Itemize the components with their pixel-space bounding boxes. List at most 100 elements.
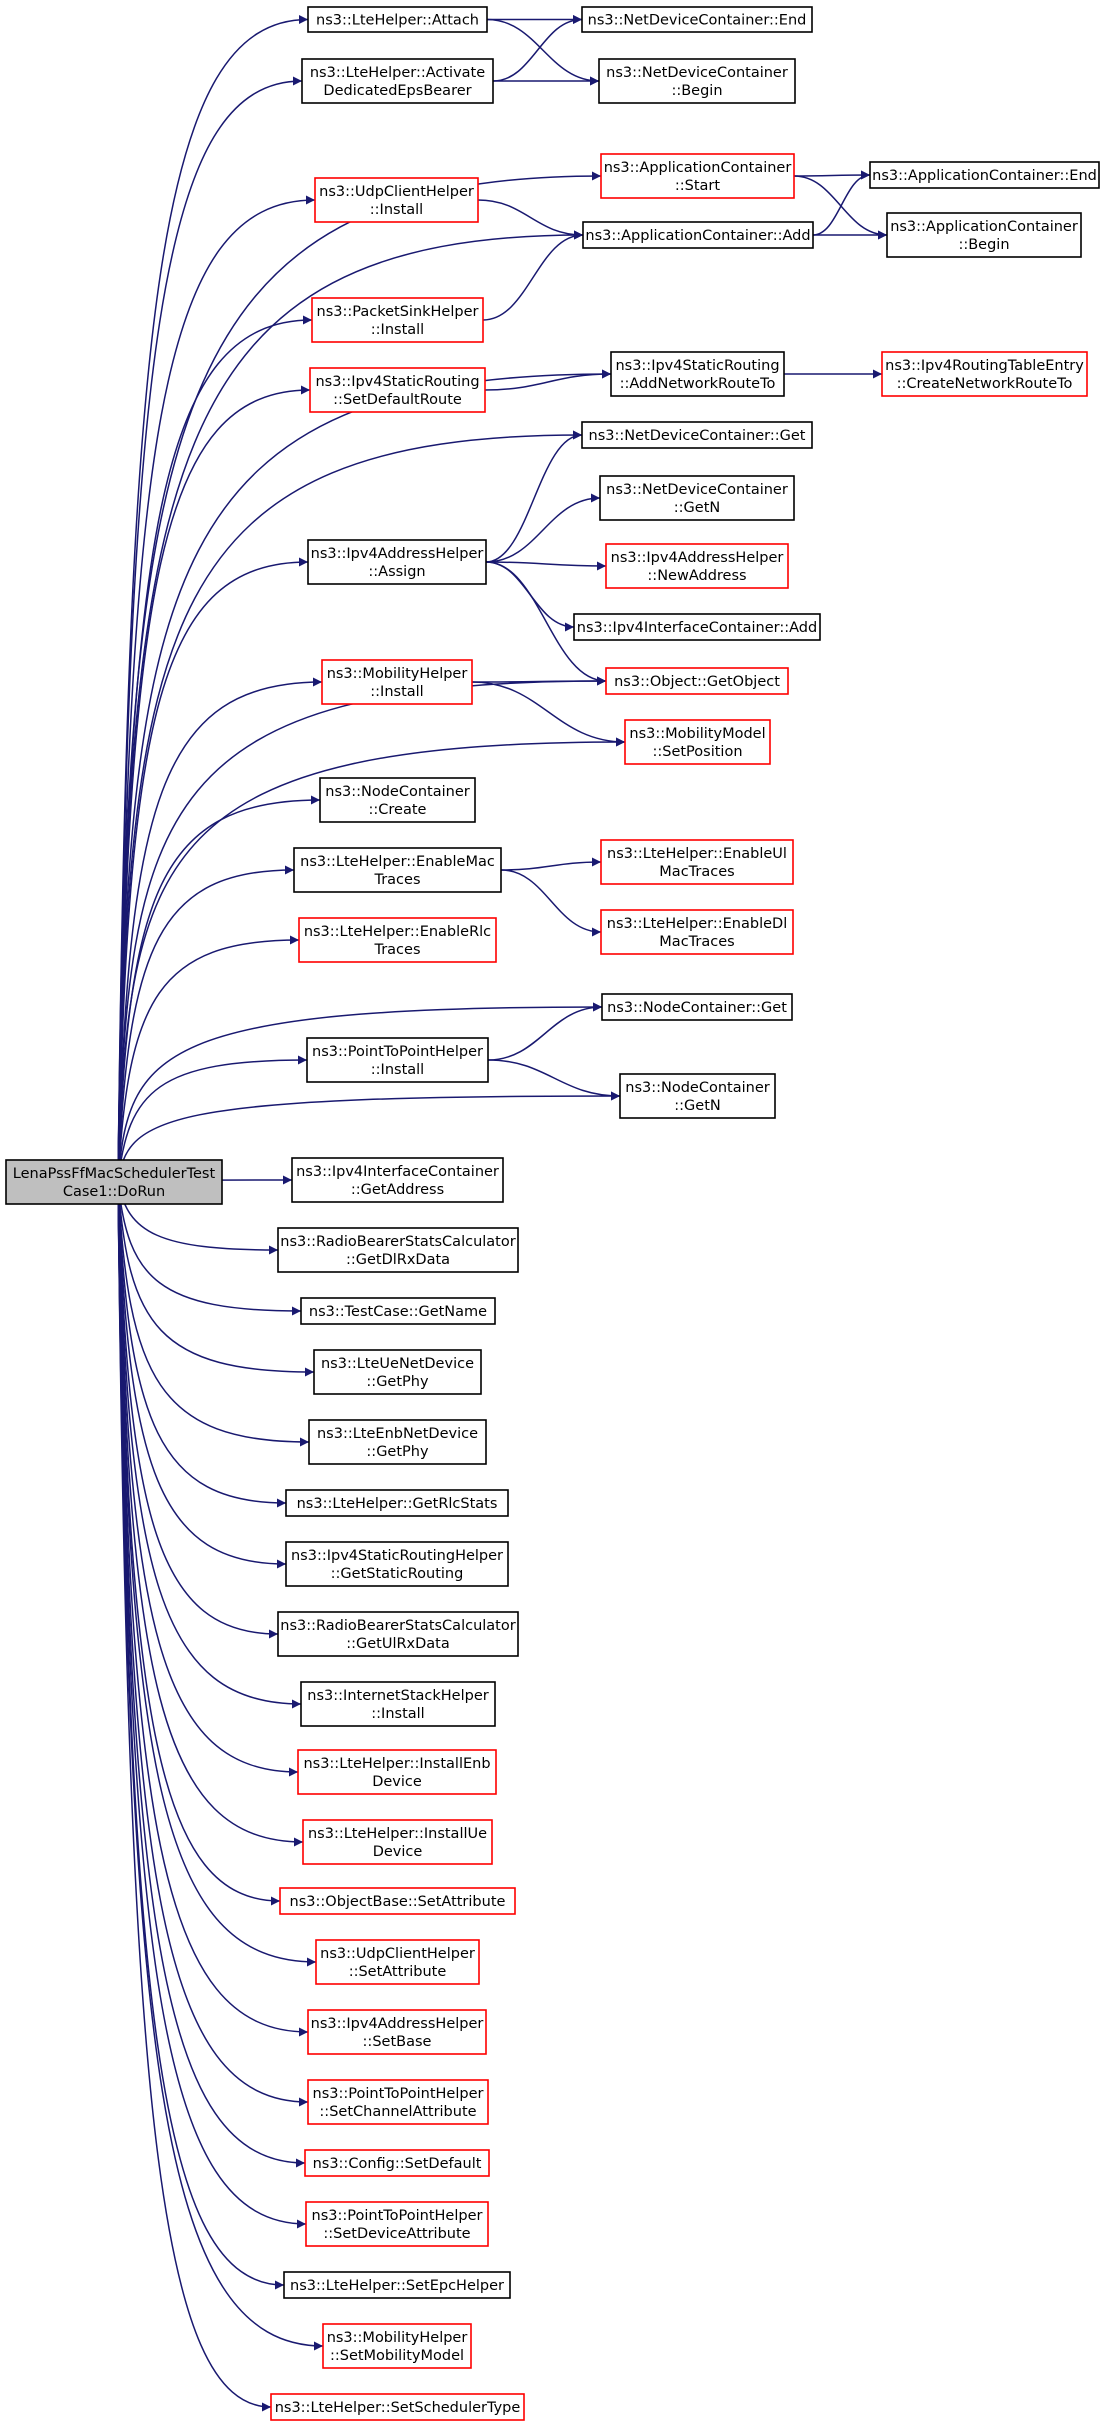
node-box-enableul xyxy=(600,839,794,885)
node-ipv4assign[interactable]: ns3::Ipv4AddressHelper::Assign xyxy=(307,539,487,585)
edge-root-to-ncgetn xyxy=(117,1091,621,1183)
node-box-appbegin xyxy=(886,212,1082,258)
node-appstart[interactable]: ns3::ApplicationContainer::Start xyxy=(600,153,795,199)
node-label-getaddress-line-1: ::GetAddress xyxy=(351,1182,444,1198)
edge-root-to-ipv4assign xyxy=(117,557,309,1183)
node-mobinstall[interactable]: ns3::MobilityHelper::Install xyxy=(321,659,473,705)
node-rlcstats[interactable]: ns3::LteHelper::GetRlcStats xyxy=(285,1489,509,1517)
node-p2pinstall[interactable]: ns3::PointToPointHelper::Install xyxy=(306,1037,489,1083)
node-box-uephy xyxy=(313,1349,482,1395)
node-setattr[interactable]: ns3::ObjectBase::SetAttribute xyxy=(279,1887,516,1915)
node-label-getaddress-line-0: ns3::Ipv4InterfaceContainer xyxy=(296,1164,499,1180)
node-label-nodecreate-line-0: ns3::NodeContainer xyxy=(325,784,469,800)
node-label-mobinstall-line-0: ns3::MobilityHelper xyxy=(327,666,468,682)
node-ndcend[interactable]: ns3::NetDeviceContainer::End xyxy=(581,6,813,33)
node-ncgetn[interactable]: ns3::NodeContainer::GetN xyxy=(619,1073,776,1119)
node-addnetroute[interactable]: ns3::Ipv4StaticRouting::AddNetworkRouteT… xyxy=(610,351,785,397)
node-label-setbase-line-1: ::SetBase xyxy=(363,2034,432,2050)
node-getobject[interactable]: ns3::Object::GetObject xyxy=(605,667,789,695)
node-appbegin[interactable]: ns3::ApplicationContainer::Begin xyxy=(886,212,1082,258)
node-label-setdefroute-line-1: ::SetDefaultRoute xyxy=(333,392,462,408)
node-actded[interactable]: ns3::LteHelper::ActivateDedicatedEpsBear… xyxy=(301,58,494,104)
edge-enablemac-to-enabledl xyxy=(500,869,602,937)
node-getaddress[interactable]: ns3::Ipv4InterfaceContainer::GetAddress xyxy=(291,1157,504,1203)
node-box-ndcbegin xyxy=(598,58,796,104)
node-label-enabledl-line-0: ns3::LteHelper::EnableDl xyxy=(607,916,787,932)
node-udpinstall[interactable]: ns3::UdpClientHelper::Install xyxy=(314,177,479,223)
node-box-installenb xyxy=(297,1749,497,1795)
node-label-ncgetn-line-1: ::GetN xyxy=(674,1098,720,1114)
node-udpsetattr[interactable]: ns3::UdpClientHelper::SetAttribute xyxy=(315,1939,480,1985)
node-layer: LenaPssFfMacSchedulerTestCase1::DoRunns3… xyxy=(5,6,1100,2421)
node-label-setmobmodel-line-1: ::SetMobilityModel xyxy=(330,2348,464,2364)
node-p2pchan[interactable]: ns3::PointToPointHelper::SetChannelAttri… xyxy=(307,2079,489,2125)
node-label-ncget-line-0: ns3::NodeContainer::Get xyxy=(607,1000,787,1016)
node-createnetroute[interactable]: ns3::Ipv4RoutingTableEntry::CreateNetwor… xyxy=(881,351,1088,397)
node-label-newaddress-line-0: ns3::Ipv4AddressHelper xyxy=(611,550,784,566)
node-box-nodecreate xyxy=(319,777,476,823)
node-setposition[interactable]: ns3::MobilityModel::SetPosition xyxy=(624,719,771,765)
node-getdlrx[interactable]: ns3::RadioBearerStatsCalculator::GetDlRx… xyxy=(277,1227,519,1273)
node-label-appstart-line-1: ::Start xyxy=(675,178,721,194)
node-nodecreate[interactable]: ns3::NodeContainer::Create xyxy=(319,777,476,823)
node-setdefroute[interactable]: ns3::Ipv4StaticRouting::SetDefaultRoute xyxy=(309,367,486,413)
node-label-appstart-line-0: ns3::ApplicationContainer xyxy=(604,160,792,176)
node-box-ndcget xyxy=(581,421,813,449)
node-setsched[interactable]: ns3::LteHelper::SetSchedulerType xyxy=(270,2393,525,2421)
node-label-installue-line-0: ns3::LteHelper::InstallUe xyxy=(308,1826,487,1842)
node-ifcadd[interactable]: ns3::Ipv4InterfaceContainer::Add xyxy=(573,613,821,641)
node-label-inetinstall-line-0: ns3::InternetStackHelper xyxy=(307,1688,488,1704)
edge-mobinstall-to-getobject xyxy=(471,676,607,686)
node-setmobmodel[interactable]: ns3::MobilityHelper::SetMobilityModel xyxy=(322,2323,472,2369)
node-inetinstall[interactable]: ns3::InternetStackHelper::Install xyxy=(300,1681,496,1727)
node-label-enbphy-line-1: ::GetPhy xyxy=(366,1444,429,1460)
node-enbphy[interactable]: ns3::LteEnbNetDevice::GetPhy xyxy=(308,1419,487,1465)
node-pktsink[interactable]: ns3::PacketSinkHelper::Install xyxy=(311,297,484,343)
node-uephy[interactable]: ns3::LteUeNetDevice::GetPhy xyxy=(313,1349,482,1395)
node-ndcbegin[interactable]: ns3::NetDeviceContainer::Begin xyxy=(598,58,796,104)
node-box-ipv4assign xyxy=(307,539,487,585)
node-box-enablerlc xyxy=(298,917,497,963)
edge-ipv4assign-to-newaddress xyxy=(485,561,607,571)
node-ndcget[interactable]: ns3::NetDeviceContainer::Get xyxy=(581,421,813,449)
node-box-udpsetattr xyxy=(315,1939,480,1985)
node-getname[interactable]: ns3::TestCase::GetName xyxy=(300,1297,496,1325)
node-ndcgetn[interactable]: ns3::NetDeviceContainer::GetN xyxy=(599,475,795,521)
node-append[interactable]: ns3::ApplicationContainer::End xyxy=(869,161,1100,189)
node-label-root-line-1: Case1::DoRun xyxy=(63,1184,165,1200)
node-staticrouting[interactable]: ns3::Ipv4StaticRoutingHelper::GetStaticR… xyxy=(285,1541,509,1587)
node-appadd[interactable]: ns3::ApplicationContainer::Add xyxy=(582,221,814,249)
node-label-setposition-line-0: ns3::MobilityModel xyxy=(629,726,765,742)
node-label-installenb-line-0: ns3::LteHelper::InstallEnb xyxy=(303,1756,490,1772)
node-setepc[interactable]: ns3::LteHelper::SetEpcHelper xyxy=(283,2271,511,2299)
node-label-appadd-line-0: ns3::ApplicationContainer::Add xyxy=(585,228,810,244)
node-getulrx[interactable]: ns3::RadioBearerStatsCalculator::GetUlRx… xyxy=(277,1611,519,1657)
node-setdefault[interactable]: ns3::Config::SetDefault xyxy=(304,2149,490,2177)
node-box-pktsink xyxy=(311,297,484,343)
node-box-setmobmodel xyxy=(322,2323,472,2369)
node-label-staticrouting-line-1: ::GetStaticRouting xyxy=(331,1566,464,1582)
node-label-installenb-line-1: Device xyxy=(372,1774,422,1790)
node-label-p2pchan-line-0: ns3::PointToPointHelper xyxy=(313,2086,484,2102)
edge-root-to-enbphy xyxy=(117,1181,310,1447)
node-setbase[interactable]: ns3::Ipv4AddressHelper::SetBase xyxy=(307,2009,487,2055)
node-attach[interactable]: ns3::LteHelper::Attach xyxy=(307,6,488,33)
node-label-rlcstats-line-0: ns3::LteHelper::GetRlcStats xyxy=(297,1496,498,1512)
node-newaddress[interactable]: ns3::Ipv4AddressHelper::NewAddress xyxy=(605,543,789,589)
node-p2pdev[interactable]: ns3::PointToPointHelper::SetDeviceAttrib… xyxy=(305,2201,489,2247)
node-label-uephy-line-0: ns3::LteUeNetDevice xyxy=(321,1356,474,1372)
node-ncget[interactable]: ns3::NodeContainer::Get xyxy=(601,993,793,1021)
edge-ipv4assign-to-getobject xyxy=(485,561,607,686)
edge-root-to-rlcstats xyxy=(117,1181,287,1508)
node-box-enabledl xyxy=(600,909,794,955)
node-label-ipv4assign-line-0: ns3::Ipv4AddressHelper xyxy=(311,546,484,562)
node-box-ndcgetn xyxy=(599,475,795,521)
edge-root-to-pktsink xyxy=(117,315,313,1183)
